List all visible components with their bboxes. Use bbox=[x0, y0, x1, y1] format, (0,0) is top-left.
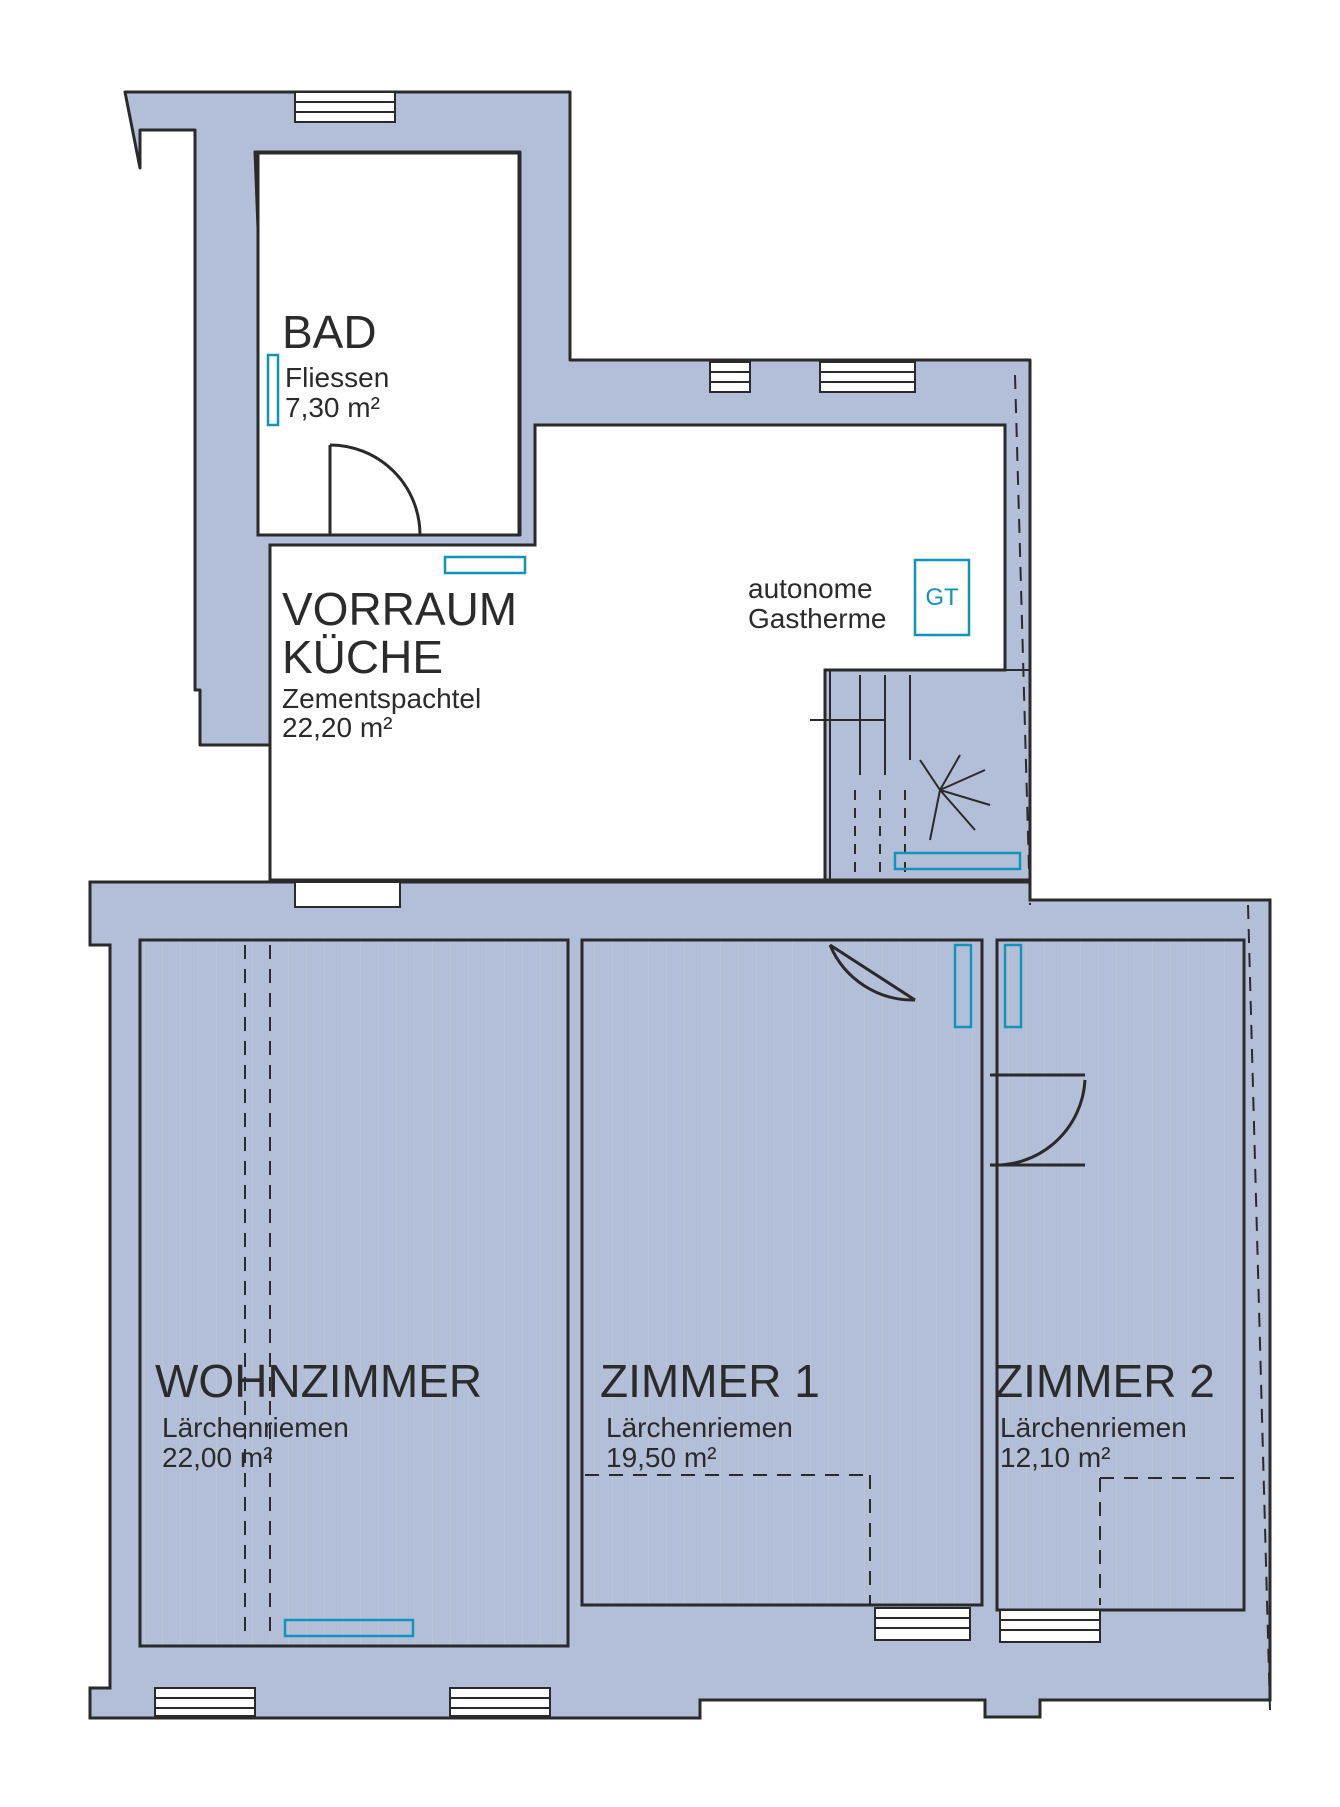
bad-area: 7,30 m² bbox=[285, 392, 380, 423]
zimmer2-area: 12,10 m² bbox=[1000, 1442, 1111, 1473]
boiler-label-2: Gastherme bbox=[748, 603, 887, 634]
boiler-label-1: autonome bbox=[748, 573, 873, 604]
gastherme-box bbox=[913, 558, 971, 637]
wohnzimmer-floor bbox=[138, 938, 570, 1648]
dashed-lines bbox=[244, 151, 1271, 1711]
bad-floor bbox=[256, 151, 521, 537]
bad-name: BAD bbox=[282, 306, 377, 358]
zimmer1-floor-type: Lärchenriemen bbox=[606, 1412, 793, 1443]
vorraum-floor-type: Zementspachtel bbox=[282, 683, 481, 714]
zimmer2-floor-type: Lärchenriemen bbox=[1000, 1412, 1187, 1443]
zimmer1-floor bbox=[580, 938, 984, 1607]
zimmer1-area: 19,50 m² bbox=[606, 1442, 717, 1473]
vorraum-name-2: KÜCHE bbox=[282, 631, 443, 683]
zimmer1-name: ZIMMER 1 bbox=[600, 1355, 820, 1407]
labels: BAD Fliessen 7,30 m² VORRAUM KÜCHE Zemen… bbox=[155, 306, 1215, 1473]
zimmer2-floor bbox=[995, 938, 1246, 1612]
wohnzimmer-area: 22,00 m² bbox=[162, 1442, 273, 1473]
gastherme-symbol: GT bbox=[925, 584, 959, 611]
zimmer2-name: ZIMMER 2 bbox=[995, 1355, 1215, 1407]
wohnzimmer-floor-type: Lärchenriemen bbox=[162, 1412, 349, 1443]
bad-floor-type: Fliessen bbox=[285, 362, 389, 393]
windows bbox=[154, 91, 1101, 1717]
vorraum-name-1: VORRAUM bbox=[282, 583, 517, 635]
wohnzimmer-name: WOHNZIMMER bbox=[155, 1355, 482, 1407]
staircase bbox=[810, 669, 1031, 881]
doors bbox=[328, 443, 1087, 1167]
radiators bbox=[266, 353, 1023, 1638]
vorraum-area: 22,20 m² bbox=[282, 712, 393, 743]
